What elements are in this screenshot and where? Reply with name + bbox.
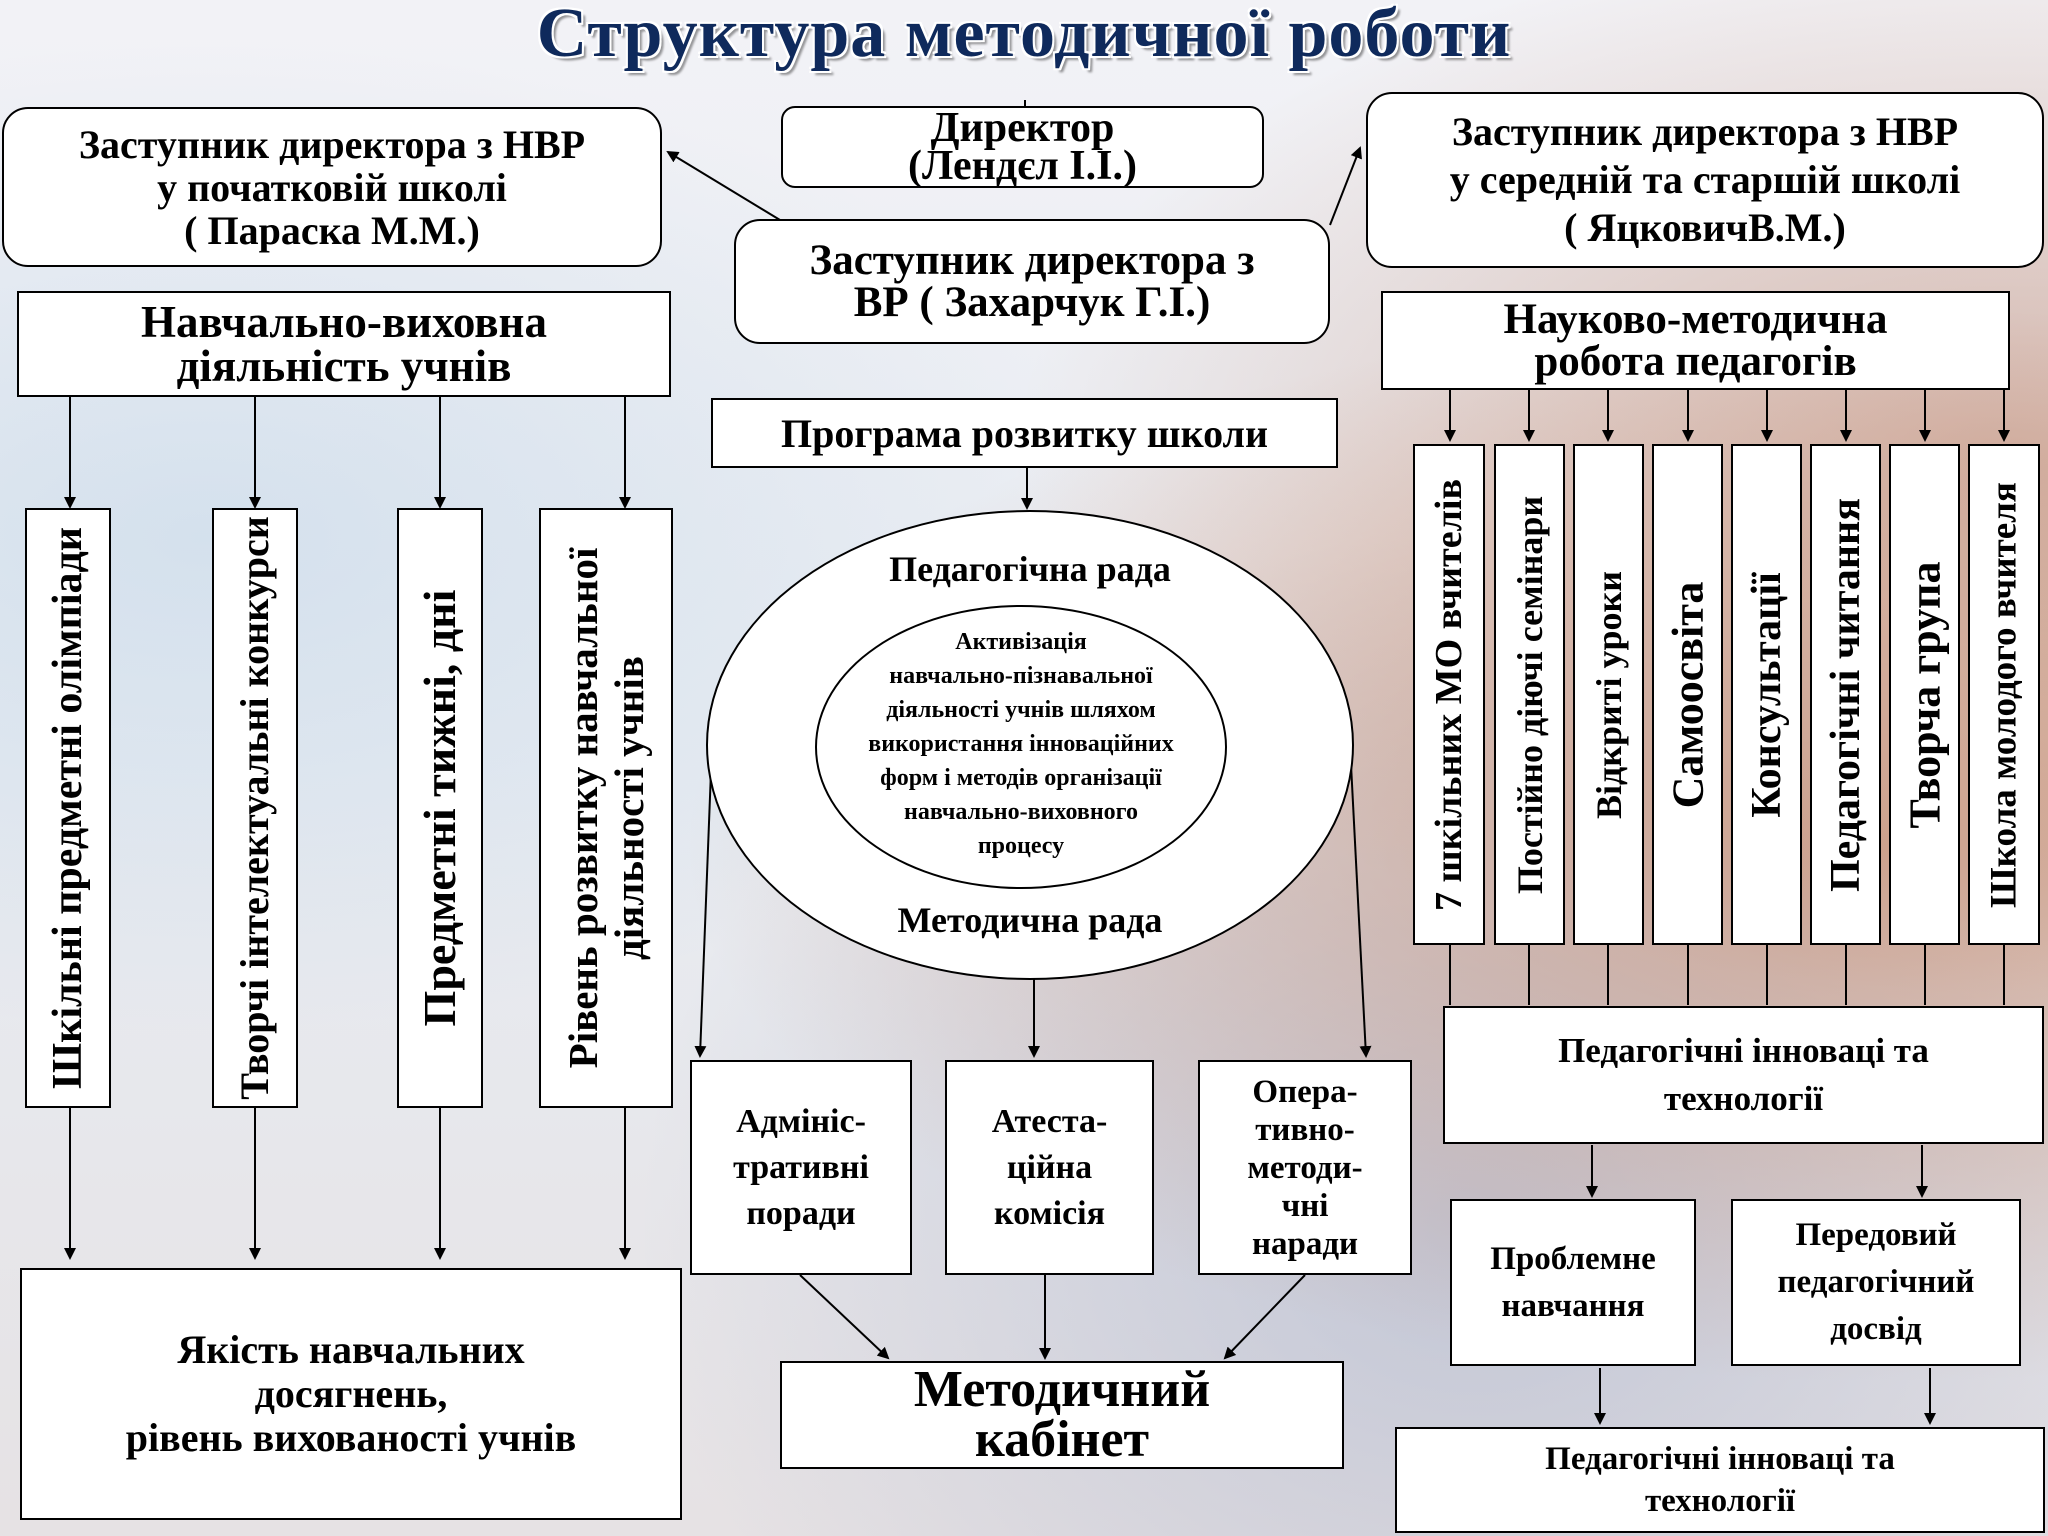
right-header-box: Науково-методична робота педагогів <box>1381 291 2010 390</box>
deputy-primary-line3: ( Параска М.М.) <box>184 207 480 253</box>
right-column-readings: Педагогічні читання <box>1810 444 1881 945</box>
left-column-weeks-label: Предметні тижні, дні <box>414 589 465 1027</box>
deputy-primary-line1: Заступник директора з НВР <box>78 121 586 167</box>
right-column-open-lessons-label: Відкриті уроки <box>1588 570 1629 819</box>
right-column-consultations-label: Консультації <box>1743 571 1790 818</box>
deputy-upbringing-line1: Заступник директора з <box>809 236 1255 284</box>
right-column-seminars-label: Постійно діючі семінари <box>1509 495 1550 894</box>
left-column-contests: Творчі інтелектуальні конкурси <box>212 508 298 1108</box>
left-column-contests-label: Творчі інтелектуальні конкурси <box>232 516 277 1100</box>
attestation-commission-box: Атеста- ційна комісія <box>945 1060 1154 1275</box>
deputy-upbringing-box: Заступник директора з ВР ( Захарчук Г.І.… <box>734 219 1330 344</box>
right-column-self-education: Самоосвіта <box>1652 444 1723 945</box>
right-column-mo: 7 шкільних МО вчителів <box>1413 444 1485 945</box>
deputy-primary-line2: у початковій школі <box>157 164 507 210</box>
right-column-self-education-label: Самоосвіта <box>1663 581 1712 808</box>
admin-advice-box: Адмініс- тративні поради <box>690 1060 912 1275</box>
left-result-box: Якість навчальних досягнень, рівень вихо… <box>20 1268 682 1520</box>
right-column-readings-label: Педагогічні читання <box>1822 497 1869 892</box>
director-title: Директор <box>930 105 1115 151</box>
right-column-creative-group-label: Творча група <box>1900 560 1949 829</box>
director-name: (Лендєл І.І.) <box>908 143 1137 189</box>
problem-learning-box: Проблемне навчання <box>1450 1199 1696 1366</box>
right-column-young-teacher-label: Школа молодого вчителя <box>1983 481 2025 908</box>
pedagogical-council-label: Педагогічна рада <box>889 549 1171 589</box>
deputy-secondary-box: Заступник директора з НВР у середній та … <box>1366 92 2044 268</box>
advanced-experience-box: Передовий педагогічний досвід <box>1731 1199 2021 1366</box>
innovations-box: Педагогічні інноваці та технології <box>1443 1006 2044 1144</box>
arrow-to-deputy-secondary <box>1329 146 1362 226</box>
deputy-secondary-line2: у середній та старшій школі <box>1449 157 1961 202</box>
right-column-young-teacher: Школа молодого вчителя <box>1968 444 2040 945</box>
left-column-olympiads-label: Шкільні предметні олімпіади <box>45 527 91 1089</box>
right-column-open-lessons: Відкриті уроки <box>1573 444 1644 945</box>
methodical-council-label: Методична рада <box>897 900 1163 940</box>
director-box: Директор (Лендєл І.І.) <box>781 106 1264 188</box>
left-header-box: Навчально-виховна діяльність учнів <box>17 291 671 397</box>
left-column-weeks: Предметні тижні, дні <box>397 508 483 1108</box>
arrow-to-deputy-primary <box>666 150 781 221</box>
right-column-creative-group: Творча група <box>1889 444 1960 945</box>
inner-goal-ellipse <box>815 605 1227 889</box>
left-column-level: Рівень розвитку навчальної діяльності уч… <box>539 508 673 1108</box>
right-column-mo-label: 7 шкільних МО вчителів <box>1428 478 1470 911</box>
innovations-bottom-box: Педагогічні інноваці та технології <box>1395 1427 2045 1533</box>
methodical-cabinet-box: Методичний кабінет <box>780 1361 1344 1469</box>
deputy-secondary-line1: Заступник директора з НВР <box>1451 109 1959 154</box>
page-title: Структура методичної роботи <box>536 0 1512 72</box>
inner-goal-text: Активізація навчально-пізнавальної діяль… <box>868 629 1174 859</box>
deputy-secondary-line3: ( ЯцковичВ.М.) <box>1564 205 1846 250</box>
right-column-seminars: Постійно діючі семінари <box>1494 444 1565 945</box>
deputy-upbringing-line2: ВР ( Захарчук Г.І.) <box>853 278 1211 326</box>
right-column-consultations: Консультації <box>1731 444 1802 945</box>
operative-meetings-box: Опера- тивно- методи- чні наради <box>1198 1060 1412 1275</box>
left-column-olympiads: Шкільні предметні олімпіади <box>25 508 111 1108</box>
deputy-primary-box: Заступник директора з НВР у початковій ш… <box>2 107 662 267</box>
left-column-level-label: Рівень розвитку навчальної діяльності уч… <box>560 547 652 1069</box>
program-box: Програма розвитку школи <box>711 398 1338 468</box>
